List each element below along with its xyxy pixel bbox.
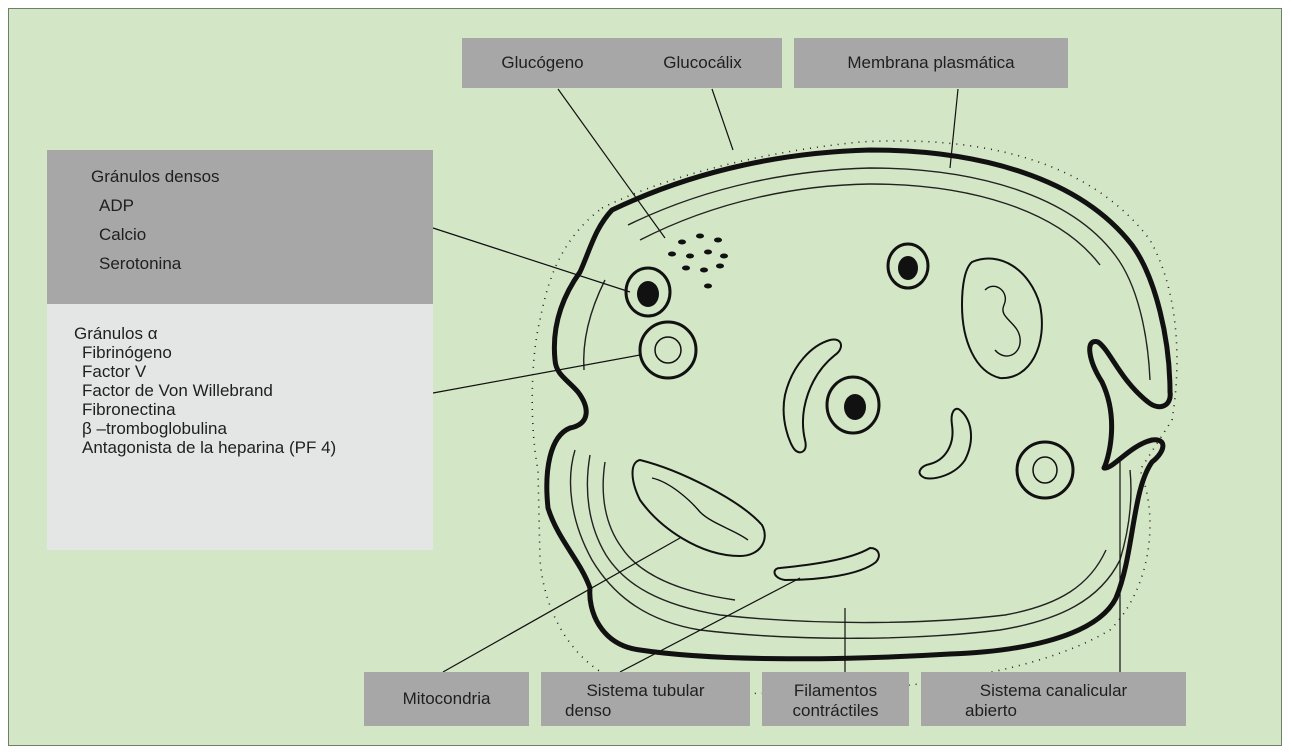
alpha-granules-title: Gránulos α [74,324,433,343]
dense-granules-title: Gránulos densos [91,162,433,191]
filamentos-line-1: Filamentos [762,681,909,701]
mitochondrion [962,259,1042,379]
alpha-granule-item: Factor de Von Willebrand [74,381,433,400]
dense-granule [888,244,928,288]
dense-granule [827,377,879,433]
alpha-granule-item: Factor V [74,362,433,381]
dense-tubular-segment [920,409,971,479]
dense-granules-box: Gránulos densos ADP Calcio Serotonina [47,150,433,304]
alpha-granule-item: Fibronectina [74,400,433,419]
membrana-label: Membrana plasmática [794,38,1068,88]
contractile-filaments-left [584,280,605,370]
alpha-granule-item: Antagonista de la heparina (PF 4) [74,438,433,457]
filamentos-line-2: contráctiles [762,701,909,721]
glucogeno-label: Glucógeno [462,38,623,88]
tubular-system-label: Sistema tubular denso [541,672,750,726]
contractile-filaments-bottom-3 [603,462,735,600]
mitochondrion-cristae [652,478,748,540]
alpha-granules-box: Gránulos α Fibrinógeno Factor V Factor d… [47,304,433,550]
filamentos-label: Filamentos contráctiles [762,672,909,726]
canalicular-line-2: abierto [921,701,1186,721]
alpha-granule [640,322,696,378]
alpha-granule-item: Fibrinógeno [74,343,433,362]
alpha-granule [1017,442,1073,498]
canalicular-system-label: Sistema canalicular abierto [921,672,1186,726]
mitocondria-label: Mitocondria [364,672,529,726]
dense-tubular-segment [775,548,879,580]
dense-granule-item: ADP [91,191,433,220]
glycogen-dots [668,234,728,289]
tubular-system-line-1: Sistema tubular [541,681,750,701]
alpha-granule-item: β –tromboglobulina [74,419,433,438]
dense-granule-item: Serotonina [91,249,433,278]
mitochondrion [633,460,765,556]
dense-tubular-segment [784,339,841,452]
canalicular-line-1: Sistema canalicular [921,681,1186,701]
glucocalix-label: Glucocálix [623,38,782,88]
dense-granule [626,268,670,316]
contractile-filaments-bottom-2 [587,455,1106,623]
mitochondrion-cristae [985,286,1020,356]
leader-lines [433,89,1120,672]
dense-granule-item: Calcio [91,220,433,249]
tubular-system-line-2: denso [541,701,750,721]
